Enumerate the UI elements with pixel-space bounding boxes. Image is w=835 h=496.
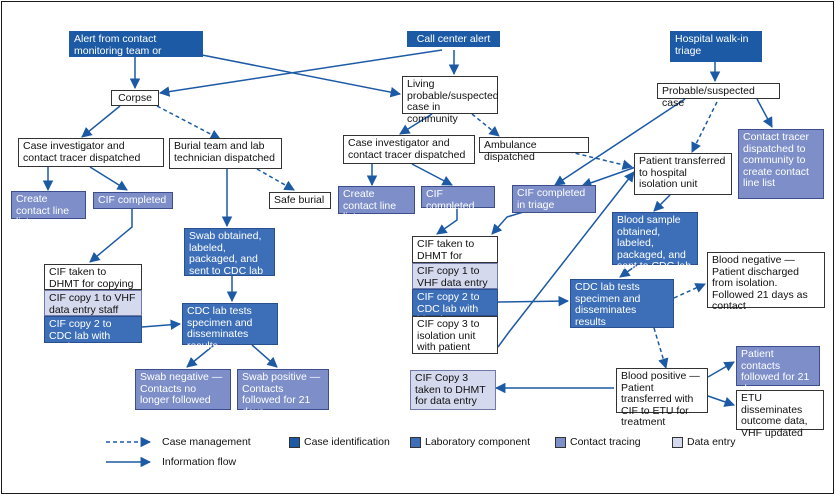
- dash-living-ambulance: [471, 113, 500, 137]
- node-cif-triage: CIF completed in triage: [512, 185, 596, 213]
- node-blood-sample: Blood sample obtained, labeled, packaged…: [612, 212, 698, 272]
- node-cdc-lab-1: CDC lab tests specimen and disseminates …: [182, 303, 278, 351]
- node-cif-copy3-dhmt: CIF Copy 3 taken to DHMT for data entry: [410, 370, 496, 410]
- arrow-triage-dhmt: [491, 209, 531, 235]
- node-cif-cdc-swab: CIF copy 2 to CDC lab with swab: [44, 316, 142, 353]
- arrow-probable-triage: [554, 98, 686, 186]
- arrow-isolation-patient: [497, 171, 635, 348]
- arrow-bpos-contacts: [707, 361, 735, 378]
- dash-ambulance-patient: [561, 149, 634, 170]
- arrow-blood-cdc2: [619, 264, 638, 278]
- node-cif-vhf-1: CIF copy 1 to VHF data entry staff: [44, 290, 142, 316]
- node-cif-dhmt-1: CIF taken to DHMT for copying: [44, 264, 142, 290]
- arrow-alert-living: [201, 54, 402, 98]
- node-swab-obtained: Swab obtained, labeled, packaged, and se…: [184, 228, 275, 276]
- legend-case-management: Case management: [162, 436, 251, 448]
- node-probable-suspected: Probable/suspected case: [657, 83, 780, 108]
- node-ambulance: Ambulance dispatched: [479, 137, 589, 162]
- arrow-call-corpse: [158, 49, 443, 97]
- legend-laboratory-component: Laboratory component: [425, 436, 531, 448]
- node-create-contact-2: Create contact line list: [338, 186, 415, 223]
- node-cdc-lab-2: CDC lab tests specimen and disseminates …: [570, 279, 674, 328]
- dash-cdc2-neg: [673, 283, 706, 299]
- arrow-probable-ctdispatch: [756, 98, 773, 128]
- node-call-center: Call center alert: [407, 31, 500, 47]
- node-create-contact-1: Create contact line list: [11, 191, 86, 228]
- node-alert-contact: Alert from contact monitoring team or co…: [69, 31, 203, 68]
- legend-data-entry: Data entry: [687, 436, 736, 448]
- node-patient-transferred: Patient transferred to hospital isolatio…: [634, 153, 732, 195]
- node-safe-burial: Safe burial: [269, 192, 331, 209]
- arrow-ci1-cif: [89, 166, 128, 191]
- arrow-corpse-ci1: [81, 105, 121, 138]
- legend-swatch-contact-tracing: [555, 437, 566, 448]
- dash-corpse-burial: [156, 105, 221, 140]
- node-ci-ct-dispatched-1: Case investigator and contact tracer dis…: [18, 138, 164, 167]
- node-cif-dhmt-2: CIF taken to DHMT for copying: [412, 236, 498, 273]
- node-etu-disseminates: ETU disseminates outcome data, VHF updat…: [736, 390, 824, 438]
- dash-cdc2-pos: [653, 327, 669, 370]
- node-patient-contacts: Patient contacts followed for 21 days: [736, 346, 820, 394]
- node-corpse: Corpse: [111, 90, 159, 106]
- arrow-cdc1-pos: [251, 344, 278, 368]
- arrow-cifswab-cdc1: [141, 319, 182, 330]
- node-cif-completed-2: CIF completed: [421, 186, 495, 211]
- node-blood-negative: Blood negative — Patient discharged from…: [707, 252, 825, 312]
- arrow-patient-blood: [653, 194, 671, 212]
- node-cif-completed-1: CIF completed: [93, 192, 173, 209]
- node-swab-negative: Swab negative — Contacts no longer follo…: [135, 369, 231, 410]
- dash-burial-safe: [256, 168, 295, 191]
- node-contact-tracer-dispatched: Contact tracer dispatched to community t…: [738, 129, 824, 199]
- node-living: Living probable/suspected case in commun…: [402, 76, 499, 124]
- arrow-cif2-dhmt: [436, 208, 458, 235]
- legend-case-identification: Case identification: [304, 436, 390, 448]
- legend-swatch-case-identification: [289, 437, 300, 448]
- node-ci-ct-dispatched-2: Case investigator and contact tracer dis…: [343, 135, 475, 164]
- legend-contact-tracing: Contact tracing: [570, 436, 641, 448]
- arrow-cif1-dhmt: [89, 209, 133, 263]
- legend-swatch-laboratory: [410, 437, 421, 448]
- node-burial-team: Burial team and lab technician dispatche…: [169, 138, 282, 169]
- node-cif-isolation: CIF copy 3 to isolation unit with patien…: [412, 316, 498, 354]
- arrow-living-ci2: [399, 113, 433, 135]
- node-hospital-walkin: Hospital walk-in triage: [670, 31, 762, 62]
- legend-information-flow: Information flow: [162, 456, 237, 468]
- legend-swatch-data-entry: [672, 437, 683, 448]
- arrow-ci2-cif: [411, 163, 453, 186]
- node-swab-positive: Swab positive — Contacts followed for 21…: [237, 369, 329, 417]
- node-blood-positive: Blood positive — Patient transferred wit…: [616, 368, 708, 428]
- node-cif-cdc-blood: CIF copy 2 to CDC lab with blood: [412, 289, 498, 326]
- arrow-bpos-etu: [707, 395, 735, 407]
- dash-probable-patient: [691, 101, 718, 153]
- arrow-cdc1-neg: [186, 344, 215, 368]
- node-cif-vhf-2: CIF copy 1 to VHF data entry staff: [412, 263, 498, 300]
